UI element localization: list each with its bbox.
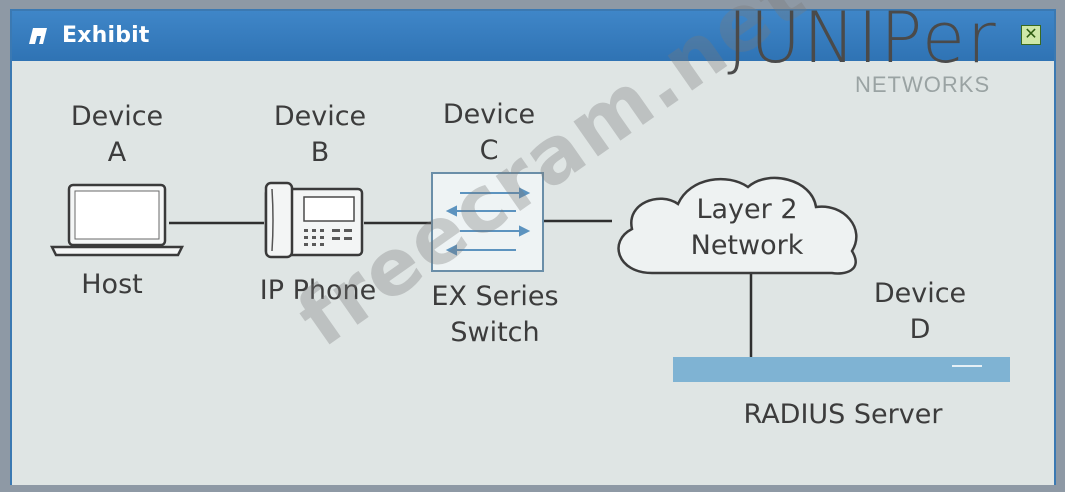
device-a-title: Device A	[70, 101, 164, 168]
exhibit-window: Exhibit ✕	[10, 0, 1056, 485]
ip-phone-icon	[264, 181, 364, 259]
device-d-caption: RADIUS Server	[743, 399, 943, 430]
network-diagram	[49, 172, 1010, 382]
diagram-area: Device A Host Device B IP Phone Device C…	[12, 0, 1054, 485]
device-c-caption: EX Series Switch	[431, 281, 559, 348]
exhibit-icon	[29, 28, 47, 44]
device-c-title: Device C	[442, 99, 536, 166]
device-b-title: Device B	[273, 101, 367, 168]
window-title: Exhibit	[62, 23, 150, 48]
server-icon	[673, 357, 1010, 382]
logo-wordmark: JUNIPer	[727, 0, 998, 79]
cloud-label: Layer 2 Network	[690, 194, 804, 261]
juniper-logo: JUNIPer NETWORKS	[690, 0, 1035, 102]
logo-subtitle: NETWORKS	[855, 72, 991, 97]
device-a-caption: Host	[81, 269, 143, 300]
switch-icon	[431, 172, 544, 272]
close-button[interactable]: ✕	[1021, 25, 1041, 45]
device-d-title: Device D	[873, 278, 967, 345]
title-bar: Exhibit ✕	[12, 11, 1054, 61]
laptop-icon	[49, 183, 185, 257]
device-b-caption: IP Phone	[259, 275, 377, 306]
cloud-icon	[617, 176, 858, 275]
